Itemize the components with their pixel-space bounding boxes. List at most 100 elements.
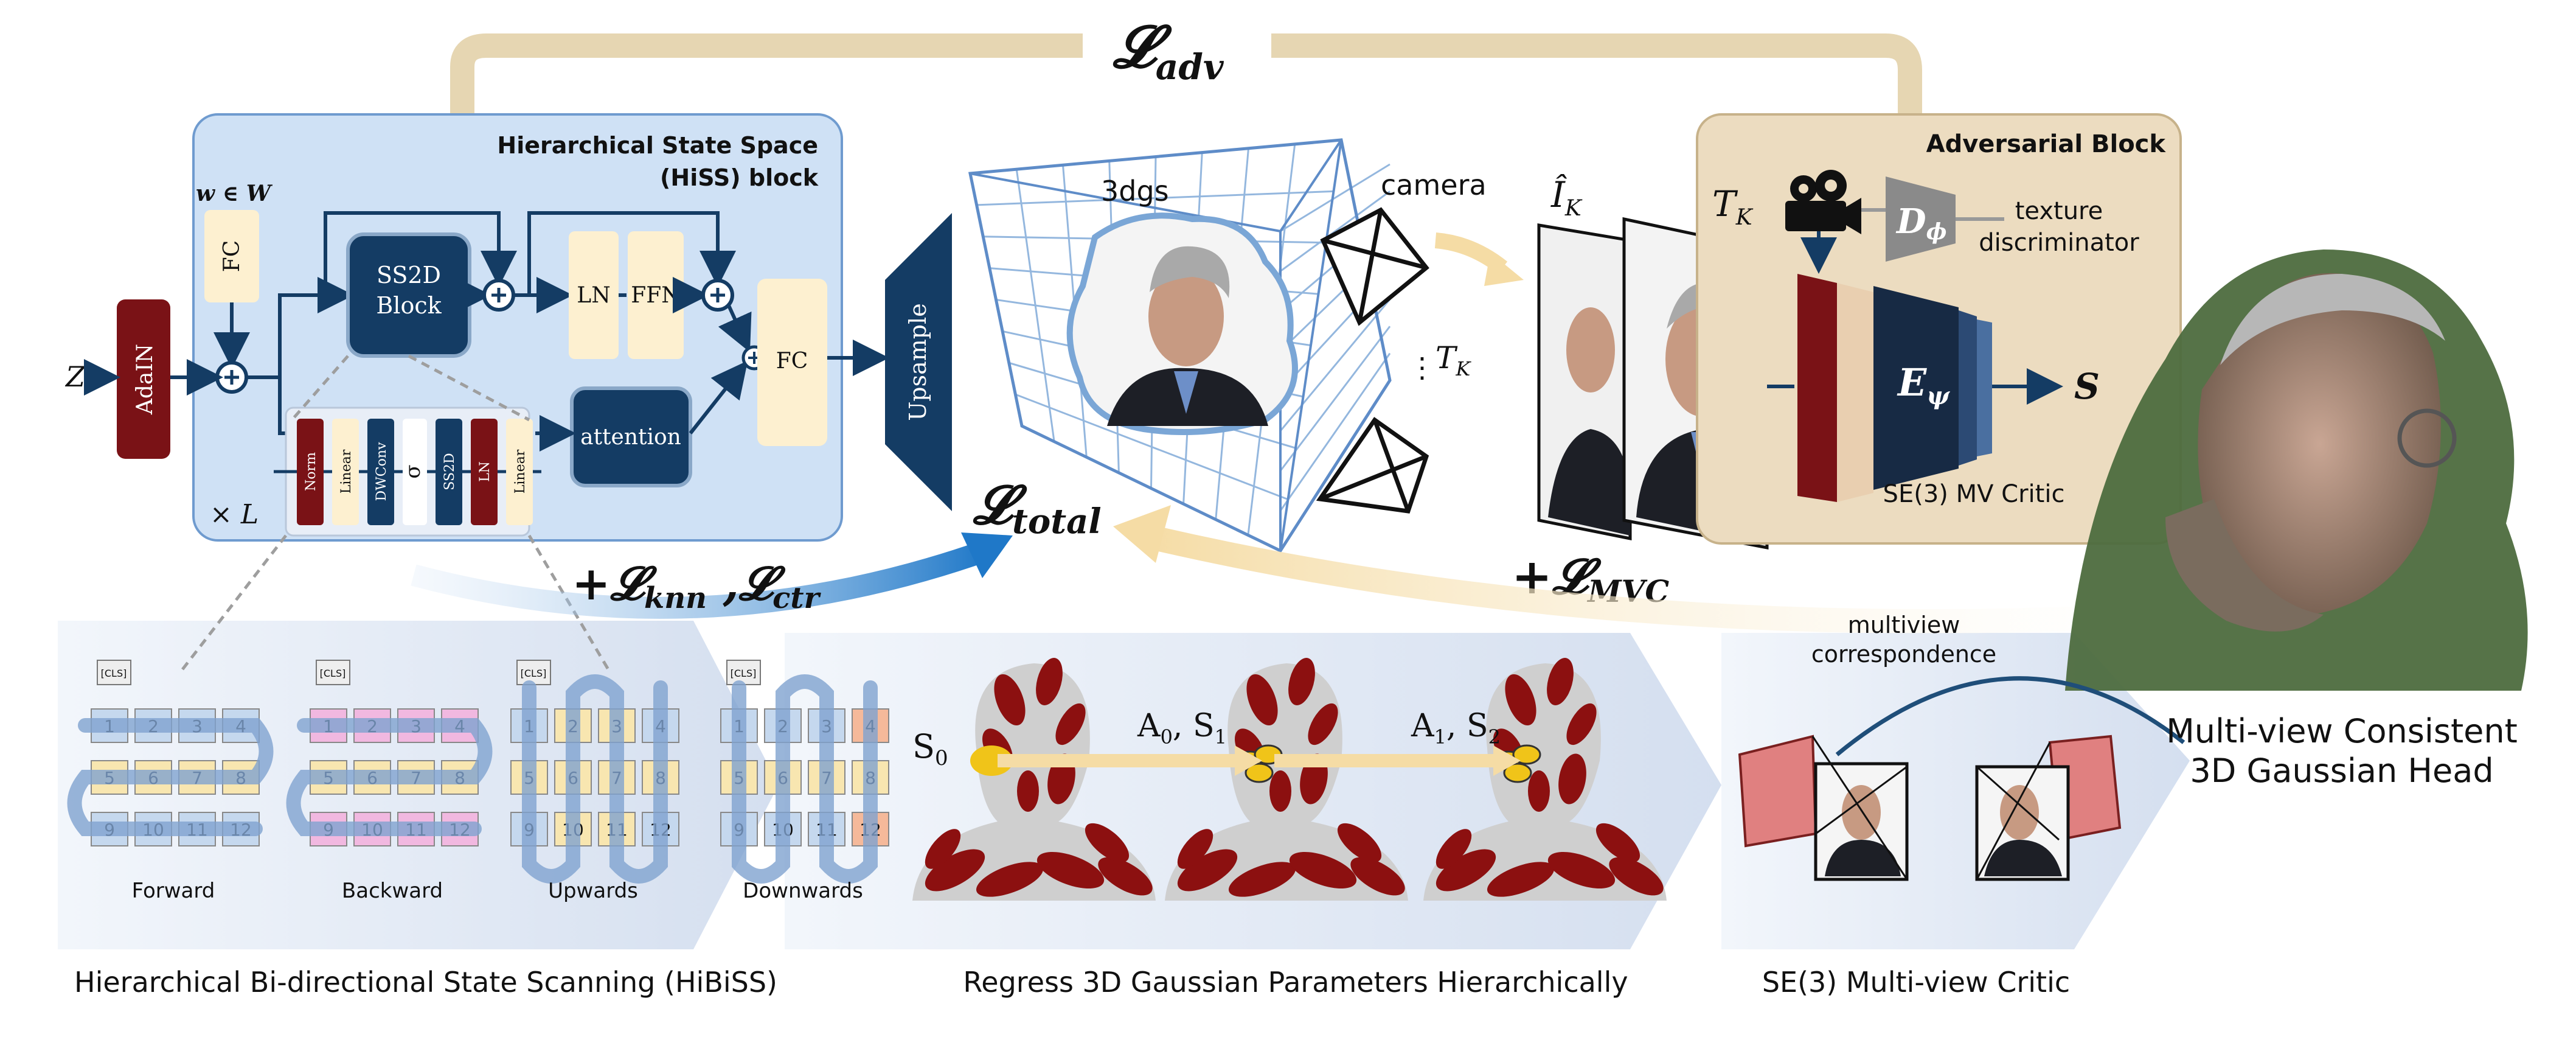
gaussian-ellipse bbox=[1566, 703, 1597, 745]
gaussian-ellipse bbox=[925, 829, 961, 869]
upsample-block: Upsample bbox=[885, 213, 952, 511]
sub-block-norm bbox=[297, 419, 324, 525]
camera-bottom bbox=[1316, 417, 1429, 514]
cls-label: [CLS] bbox=[101, 668, 127, 679]
regress-arrowhead bbox=[1235, 745, 1262, 776]
cube-grid-line bbox=[1279, 298, 1391, 432]
scan-direction-label: Downwards bbox=[743, 879, 863, 903]
cube-grid-line bbox=[1280, 163, 1390, 232]
gaussian-ellipse bbox=[1036, 851, 1105, 889]
knn-ctr-arrow bbox=[411, 532, 1013, 619]
mv-critic-illustration bbox=[1738, 676, 2185, 881]
regress-panels bbox=[912, 658, 1667, 901]
scanning-caption: Hierarchical Bi-directional State Scanni… bbox=[74, 966, 777, 999]
adversarial-block: Adversarial Block TK Dϕ texture discrimi… bbox=[1696, 113, 2182, 545]
gaussian-ellipse bbox=[1098, 857, 1153, 896]
gaussian-ellipse bbox=[1289, 851, 1357, 889]
sub-block-label: Linear bbox=[513, 449, 528, 494]
gaussian-ellipse bbox=[1228, 862, 1296, 897]
a0s1-label: A0, S1 bbox=[1137, 708, 1227, 749]
gaussian-ellipse bbox=[1436, 849, 1496, 892]
camera-group bbox=[1316, 207, 1429, 514]
adain-block bbox=[117, 299, 170, 459]
fc-top-block bbox=[204, 210, 259, 302]
total-loss-label: 𝓛total bbox=[972, 473, 1102, 542]
gaussian-ellipse bbox=[1177, 849, 1238, 892]
label-3dgs: 3dgs bbox=[1101, 175, 1169, 208]
ss2d-line1: SS2D bbox=[377, 262, 441, 288]
d-phi-label: Dϕ bbox=[1895, 201, 1947, 245]
gaussian-ellipse bbox=[1505, 674, 1536, 726]
ln-block bbox=[569, 231, 619, 359]
texture-line2: discriminator bbox=[1979, 229, 2139, 257]
sub-block-label: LN bbox=[477, 461, 493, 482]
scan-path bbox=[67, 718, 274, 836]
fc-top-label: FC bbox=[220, 240, 245, 273]
cls-label: [CLS] bbox=[731, 668, 757, 679]
cube-grid-line bbox=[1279, 352, 1391, 512]
gaussian-ellipse bbox=[925, 849, 985, 892]
sub-block-σ bbox=[403, 419, 427, 525]
sub-block-label: DWConv bbox=[374, 442, 389, 501]
scan-direction-label: Upwards bbox=[548, 879, 638, 903]
gaussian-ellipse bbox=[994, 674, 1026, 726]
scan-path bbox=[732, 674, 878, 884]
split-gaussian bbox=[1245, 763, 1274, 783]
gaussian-ellipse bbox=[1547, 658, 1574, 705]
gaussian-ellipse bbox=[1017, 770, 1039, 812]
correspondence-line2: correspondence bbox=[1811, 641, 1996, 668]
gaussian-ellipse bbox=[1055, 703, 1086, 745]
gaussian-ellipse bbox=[1609, 857, 1664, 896]
ffn-block bbox=[628, 231, 684, 359]
sub-block-ln bbox=[471, 419, 498, 525]
sub-block-dwconv bbox=[367, 419, 394, 525]
knn-ctr-loss-label: +𝓛knn ,𝓛ctr bbox=[572, 556, 822, 615]
tk-label-adv: TK bbox=[1712, 183, 1754, 230]
gaussian-cube: 3dgs bbox=[968, 138, 1392, 553]
ln-label: LN bbox=[577, 283, 610, 308]
gaussian-ellipse bbox=[1246, 674, 1278, 726]
vertical-dots: ⋮ bbox=[1408, 351, 1436, 384]
a1s2-label: A1, S2 bbox=[1411, 708, 1501, 749]
gaussian-ellipse bbox=[1350, 857, 1405, 896]
scan-direction-label: Backward bbox=[342, 879, 443, 903]
hiss-title-line2: (HiSS) block bbox=[660, 164, 819, 191]
gaussian-ellipse bbox=[1337, 823, 1382, 863]
gaussian-ellipse bbox=[1547, 851, 1616, 889]
ik-label: ÎK bbox=[1550, 174, 1583, 221]
texture-line1: texture bbox=[2015, 197, 2103, 225]
e-psi-encoder bbox=[1797, 274, 1992, 502]
w-label: w ∈ W bbox=[196, 181, 273, 206]
hiss-block: Hierarchical State Space (HiSS) block w … bbox=[64, 113, 889, 671]
ss2d-line2: Block bbox=[376, 292, 442, 319]
mv-caption: SE(3) Multi-view Critic bbox=[1762, 966, 2070, 999]
s0-label: S0 bbox=[912, 727, 948, 770]
sub-block-linear bbox=[332, 419, 359, 525]
split-gaussian bbox=[1503, 763, 1532, 783]
split-gaussian bbox=[1512, 744, 1541, 765]
sub-block-ss2d bbox=[436, 419, 462, 525]
attention-label: attention bbox=[580, 425, 681, 450]
cube-grid-line bbox=[1279, 326, 1391, 472]
camera-top bbox=[1320, 207, 1429, 326]
cube-grid-line bbox=[1015, 393, 1289, 501]
gaussian-ellipse bbox=[1085, 823, 1130, 863]
scan-path bbox=[522, 674, 668, 884]
regress-caption: Regress 3D Gaussian Parameters Hierarchi… bbox=[963, 966, 1628, 999]
cls-token bbox=[316, 660, 350, 685]
film-camera-icon bbox=[1785, 170, 1861, 234]
gaussian-ellipse bbox=[1269, 770, 1291, 812]
sub-block-label: Linear bbox=[339, 449, 354, 494]
fc-right-block bbox=[757, 279, 827, 446]
result-line2: 3D Gaussian Head bbox=[2190, 752, 2493, 790]
camera-label: camera bbox=[1381, 169, 1487, 201]
sub-block-label: Norm bbox=[304, 452, 319, 491]
gaussian-ellipse bbox=[1308, 703, 1338, 745]
s-label: S bbox=[2074, 366, 2100, 407]
fc-right-label: FC bbox=[776, 349, 808, 374]
gaussian-ellipse bbox=[976, 862, 1044, 897]
correspondence-line1: multiview bbox=[1848, 612, 1960, 638]
